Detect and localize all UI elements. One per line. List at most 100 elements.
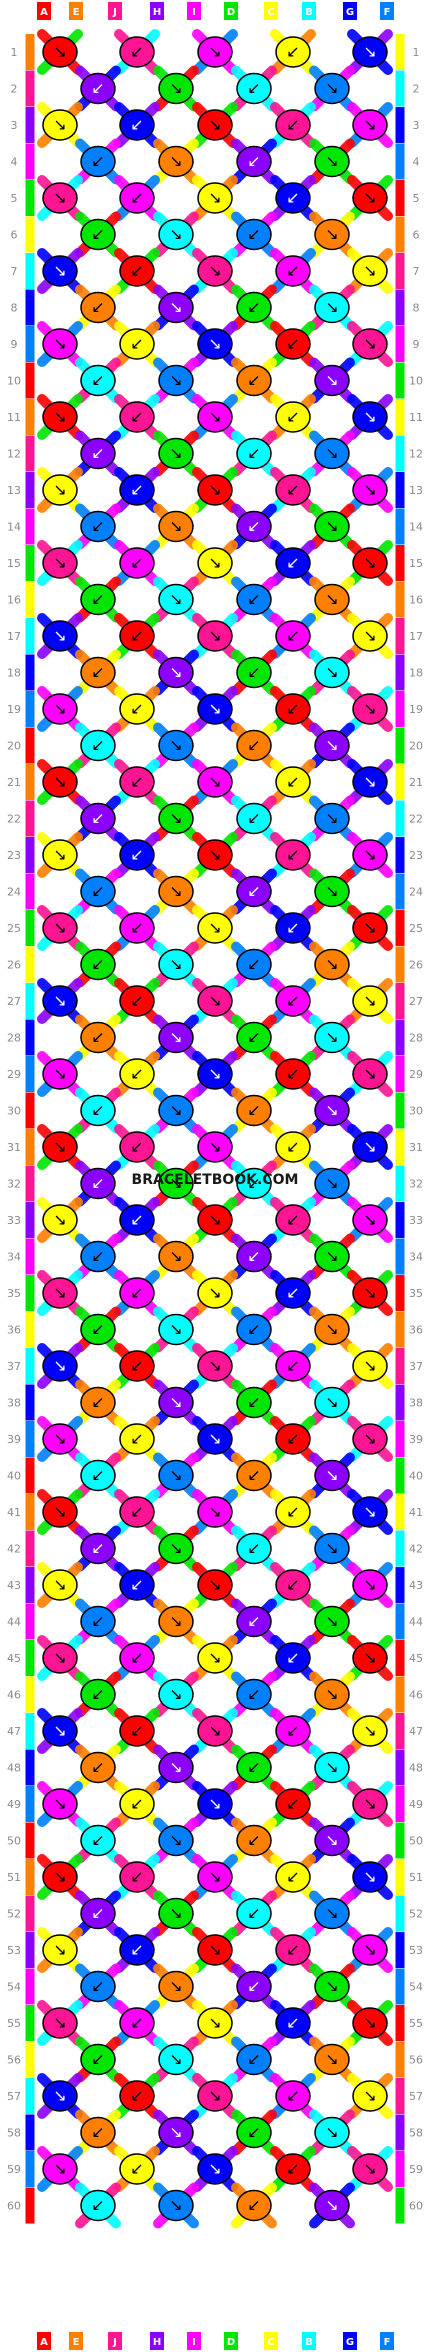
knot-arrow-icon: ↘ <box>208 1356 221 1375</box>
knot-arrow-icon: ↙ <box>130 1429 143 1448</box>
row-number-left: 51 <box>7 1871 21 1884</box>
knot-arrow-icon: ↘ <box>325 2050 338 2069</box>
knot-arrow-icon: ↙ <box>130 1794 143 1813</box>
knot-arrow-icon: ↙ <box>91 1685 104 1704</box>
knot <box>42 1204 78 1236</box>
knot <box>42 36 78 68</box>
row-number-right: 48 <box>409 1762 423 1775</box>
row-number-right: 28 <box>409 1032 423 1045</box>
strand-bottom-tab <box>380 2332 394 2350</box>
knot <box>275 1423 311 1455</box>
knot <box>236 218 272 251</box>
knot <box>158 1167 194 1200</box>
knot-arrow-icon: ↘ <box>53 1502 66 1521</box>
knot <box>158 656 194 689</box>
knot <box>80 2189 116 2222</box>
knot <box>352 109 388 141</box>
knot-arrow-icon: ↘ <box>363 991 376 1010</box>
knot-arrow-icon: ↙ <box>130 407 143 426</box>
knot <box>275 1788 311 1820</box>
knot-arrow-icon: ↘ <box>208 845 221 864</box>
knot-arrow-icon: ↙ <box>130 1064 143 1083</box>
knot-arrow-icon: ↙ <box>130 1940 143 1959</box>
knot-arrow-icon: ↙ <box>130 1356 143 1375</box>
knot-arrow-icon: ↙ <box>247 1685 260 1704</box>
row-number-right: 45 <box>409 1652 423 1665</box>
knot-arrow-icon: ↘ <box>363 407 376 426</box>
knot-arrow-icon: ↘ <box>325 1028 338 1047</box>
knot <box>275 36 311 68</box>
knot-arrow-icon: ↘ <box>53 261 66 280</box>
row-number-right: 55 <box>409 2017 423 2030</box>
knot-arrow-icon: ↘ <box>325 1685 338 1704</box>
knot <box>275 766 311 798</box>
knot-arrow-icon: ↘ <box>169 736 182 755</box>
knot <box>42 620 78 652</box>
knot-arrow-icon: ↙ <box>286 918 299 937</box>
knot-arrow-icon: ↘ <box>325 152 338 171</box>
knot <box>236 1094 272 1127</box>
knot <box>158 1824 194 1857</box>
knot-arrow-icon: ↙ <box>286 1064 299 1083</box>
row-number-left: 38 <box>7 1397 21 1410</box>
knot <box>158 1970 194 2003</box>
knot-arrow-icon: ↙ <box>247 152 260 171</box>
knot <box>314 1605 350 1638</box>
row-number-right: 47 <box>409 1725 423 1738</box>
knot-arrow-icon: ↘ <box>53 772 66 791</box>
strand-top-tab <box>108 2 122 20</box>
knot-arrow-icon: ↙ <box>91 2196 104 2215</box>
knot <box>352 985 388 1017</box>
row-number-left: 41 <box>7 1506 21 1519</box>
row-number-right: 42 <box>409 1543 423 1556</box>
knot <box>158 802 194 835</box>
knot-arrow-icon: ↘ <box>208 2159 221 2178</box>
row-number-left: 43 <box>7 1579 21 1592</box>
knot <box>42 2007 78 2039</box>
knot <box>314 802 350 835</box>
knot-arrow-icon: ↘ <box>53 1575 66 1594</box>
row-number-right: 22 <box>409 813 423 826</box>
knot <box>119 2007 155 2039</box>
knot <box>80 729 116 762</box>
knot-arrow-icon: ↘ <box>169 152 182 171</box>
knot <box>80 1751 116 1784</box>
strand-letter-top: I <box>192 7 196 18</box>
knot-arrow-icon: ↘ <box>169 1393 182 1412</box>
knot-arrow-icon: ↙ <box>91 371 104 390</box>
knot-arrow-icon: ↘ <box>363 261 376 280</box>
row-number-left: 10 <box>7 375 21 388</box>
knot-arrow-icon: ↘ <box>53 1356 66 1375</box>
knot-arrow-icon: ↙ <box>247 1028 260 1047</box>
knot <box>80 1824 116 1857</box>
knot-arrow-icon: ↙ <box>286 1429 299 1448</box>
knot-arrow-icon: ↘ <box>208 261 221 280</box>
knot <box>119 693 155 725</box>
knot-arrow-icon: ↙ <box>130 991 143 1010</box>
strand-top-tab <box>187 2 201 20</box>
strand-letter-top: D <box>227 7 235 18</box>
knot <box>314 1240 350 1273</box>
row-number-left: 6 <box>11 229 18 242</box>
knot-arrow-icon: ↘ <box>53 1210 66 1229</box>
knot <box>197 1642 233 1674</box>
knot <box>42 1058 78 1090</box>
knot-arrow-icon: ↘ <box>363 334 376 353</box>
knot-arrow-icon: ↙ <box>91 1758 104 1777</box>
row-number-left: 12 <box>7 448 21 461</box>
row-number-left: 37 <box>7 1360 21 1373</box>
knot-arrow-icon: ↙ <box>91 79 104 98</box>
knot-arrow-icon: ↘ <box>363 42 376 61</box>
knot-arrow-icon: ↙ <box>91 1247 104 1266</box>
knot-arrow-icon: ↙ <box>130 1721 143 1740</box>
knot <box>80 1094 116 1127</box>
strand-bottom-tab <box>37 2332 51 2350</box>
knot-arrow-icon: ↘ <box>169 1612 182 1631</box>
knot <box>275 985 311 1017</box>
knot <box>352 1642 388 1674</box>
strand-letter-bottom: G <box>346 2337 354 2348</box>
knot <box>352 401 388 433</box>
knot <box>275 1496 311 1528</box>
knot <box>197 401 233 433</box>
knot-arrow-icon: ↘ <box>208 1429 221 1448</box>
